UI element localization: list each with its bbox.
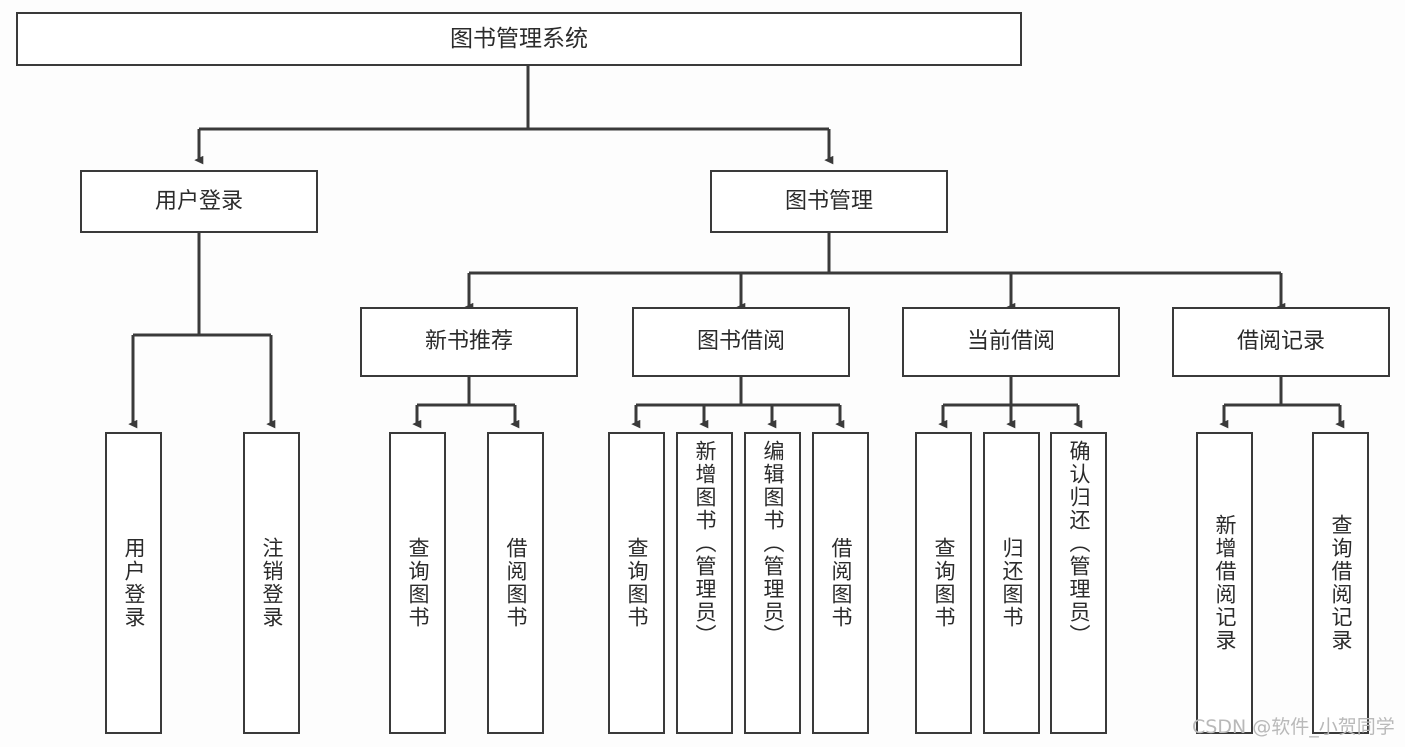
node-label: 新书推荐 bbox=[424, 329, 513, 355]
node-user-login[interactable]: 用户登录 bbox=[80, 170, 318, 233]
node-label: 查询借阅记录 bbox=[1329, 514, 1353, 652]
node-label: 借阅记录 bbox=[1236, 329, 1325, 355]
node-root-system[interactable]: 图书管理系统 bbox=[16, 12, 1022, 66]
node-book-borrow[interactable]: 图书借阅 bbox=[632, 307, 850, 377]
leaf-query-book-current[interactable]: 查询图书 bbox=[915, 432, 972, 734]
leaf-add-borrow-record[interactable]: 新增借阅记录 bbox=[1196, 432, 1253, 734]
node-label: 查询图书 bbox=[406, 537, 430, 629]
node-label: 用户登录 bbox=[154, 188, 243, 214]
node-label: 新增借阅记录 bbox=[1213, 514, 1237, 652]
node-label: 借阅图书 bbox=[504, 537, 528, 629]
node-new-book-recommend[interactable]: 新书推荐 bbox=[360, 307, 578, 377]
node-label: 借阅图书 bbox=[829, 537, 853, 629]
node-label: 图书管理系统 bbox=[450, 25, 588, 52]
leaf-user-login[interactable]: 用户登录 bbox=[105, 432, 162, 734]
leaf-return-book[interactable]: 归还图书 bbox=[983, 432, 1040, 734]
node-label: 新增图书（管理员） bbox=[693, 440, 717, 647]
leaf-query-borrow-record[interactable]: 查询借阅记录 bbox=[1312, 432, 1369, 734]
node-label: 注销登录 bbox=[260, 537, 284, 629]
node-label: 归还图书 bbox=[1000, 537, 1024, 629]
node-label: 查询图书 bbox=[625, 537, 649, 629]
leaf-borrow-book-recommend[interactable]: 借阅图书 bbox=[487, 432, 544, 734]
leaf-query-book-recommend[interactable]: 查询图书 bbox=[389, 432, 446, 734]
node-current-borrow[interactable]: 当前借阅 bbox=[902, 307, 1120, 377]
leaf-add-book-admin[interactable]: 新增图书（管理员） bbox=[676, 432, 733, 734]
leaf-edit-book-admin[interactable]: 编辑图书（管理员） bbox=[744, 432, 801, 734]
leaf-logout[interactable]: 注销登录 bbox=[243, 432, 300, 734]
leaf-borrow-book[interactable]: 借阅图书 bbox=[812, 432, 869, 734]
leaf-confirm-return-admin[interactable]: 确认归还（管理员） bbox=[1050, 432, 1107, 734]
node-label: 查询图书 bbox=[932, 537, 956, 629]
node-label: 用户登录 bbox=[122, 537, 146, 629]
leaf-query-book-borrow[interactable]: 查询图书 bbox=[608, 432, 665, 734]
node-label: 图书借阅 bbox=[696, 329, 785, 355]
node-label: 图书管理 bbox=[784, 188, 873, 214]
node-label: 确认归还（管理员） bbox=[1067, 440, 1091, 647]
node-label: 编辑图书（管理员） bbox=[761, 440, 785, 647]
watermark-text: CSDN @软件_小贺同学 bbox=[1192, 716, 1395, 738]
node-book-management[interactable]: 图书管理 bbox=[710, 170, 948, 233]
node-label: 当前借阅 bbox=[966, 329, 1055, 355]
node-borrow-record[interactable]: 借阅记录 bbox=[1172, 307, 1390, 377]
